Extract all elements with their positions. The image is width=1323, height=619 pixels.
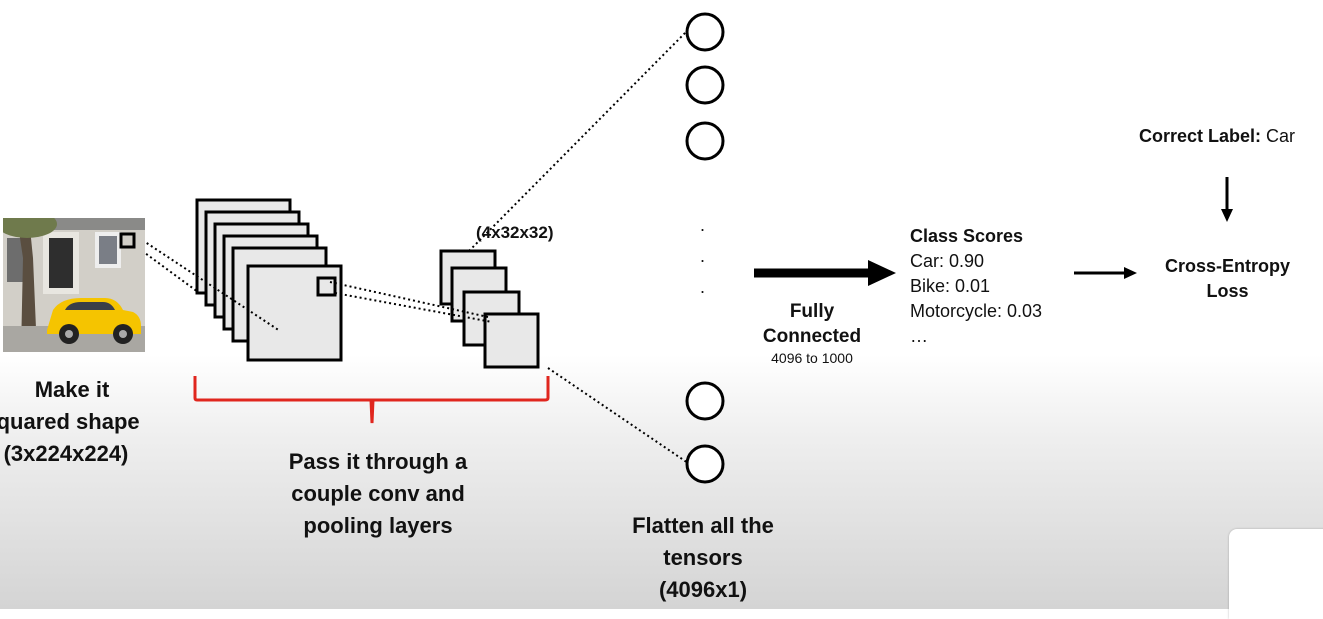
neuron <box>685 381 725 421</box>
label-to-loss-arrow-head <box>1221 209 1233 222</box>
conv-feature-maps <box>195 198 343 362</box>
scores-to-loss-arrow-head <box>1124 267 1137 279</box>
conv-stage-label-line: couple conv and <box>291 481 465 506</box>
conv-stage-label-line: pooling layers <box>303 513 453 538</box>
input-caption: Make it squared shape (3x224x224) <box>0 374 152 470</box>
ellipsis-dot: . <box>700 215 706 235</box>
feature-map-front <box>246 264 343 362</box>
class-score-item: Motorcycle: 0.03 <box>910 301 1043 321</box>
loss-label-line: Cross-Entropy <box>1164 256 1290 276</box>
flatten-label-line: tensors <box>663 545 743 570</box>
conv-stage-label: Pass it through a couple conv and poolin… <box>237 446 519 542</box>
correct-label-value: Car <box>1266 126 1296 146</box>
fully-connected-title-line: Fully <box>789 301 835 322</box>
conv-stage-label-line: Pass it through a <box>288 449 468 474</box>
projection-line <box>547 367 689 464</box>
fully-connected-subtitle: 4096 to 1000 <box>771 350 853 366</box>
fully-connected-label: Fully Connected <box>742 299 882 349</box>
input-caption-line: Make it <box>34 377 110 402</box>
flattened-neurons <box>685 12 725 484</box>
input-car-image <box>3 218 145 352</box>
class-score-item: Car: 0.90 <box>910 251 985 271</box>
flatten-label-line: (4096x1) <box>658 577 748 602</box>
ellipsis-dot: . <box>700 277 706 297</box>
projection-line <box>329 281 489 318</box>
neuron <box>685 121 725 161</box>
pooled-dims-label: (4x32x32) <box>476 223 554 242</box>
pooled-feature-maps <box>439 249 540 369</box>
correct-label: Correct Label: Car <box>1139 126 1295 147</box>
neuron <box>685 444 725 484</box>
fully-connected-arrow-head <box>868 260 896 286</box>
class-score-item: … <box>910 326 928 346</box>
projection-line <box>334 292 493 323</box>
input-caption-line: (3x224x224) <box>3 441 129 466</box>
projection-lines <box>129 30 689 464</box>
flatten-label: Flatten all the tensors (4096x1) <box>593 510 813 606</box>
car-photo <box>3 218 145 352</box>
conv-kernel-window <box>316 276 337 297</box>
correct-label-key: Correct Label: <box>1139 126 1262 146</box>
conv-stage-bracket <box>193 376 550 424</box>
class-scores-block: Class Scores Car: 0.90 Bike: 0.01 Motorc… <box>910 224 1042 349</box>
class-scores-title: Class Scores <box>910 226 1024 246</box>
overlay-panel <box>1229 529 1323 619</box>
fully-connected-title-line: Connected <box>762 326 862 347</box>
flatten-label-line: Flatten all the <box>632 513 774 538</box>
neuron <box>685 65 725 105</box>
class-score-item: Bike: 0.01 <box>910 276 991 296</box>
neuron <box>685 12 725 52</box>
input-caption-line: squared shape <box>0 409 140 434</box>
pooled-map-front <box>483 312 540 369</box>
ellipsis-dot: . <box>700 246 706 266</box>
loss-label: Cross-Entropy Loss <box>1140 254 1315 304</box>
loss-label-line: Loss <box>1206 281 1249 301</box>
projection-line <box>129 241 199 293</box>
projection-line <box>468 30 688 252</box>
